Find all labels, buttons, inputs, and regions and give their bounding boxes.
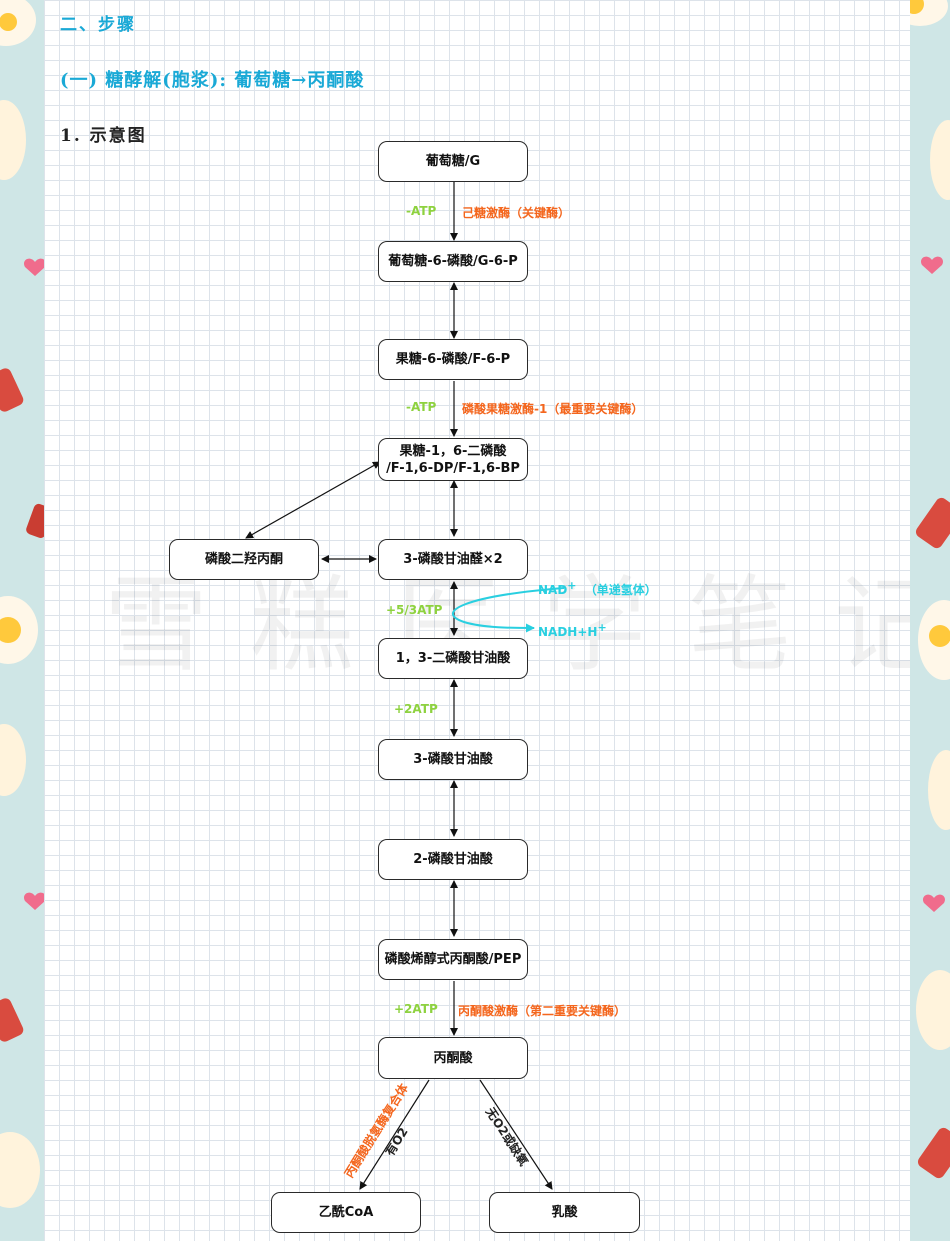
- node-pep: 磷酸烯醇式丙酮酸/PEP: [378, 939, 528, 980]
- arrow-pyruvate-lactate: [479, 1079, 553, 1190]
- node-g3p: 3-磷酸甘油醛×2: [378, 539, 528, 580]
- node-pg2: 2-磷酸甘油酸: [378, 839, 528, 880]
- bacon-icon: [915, 497, 950, 549]
- arrow-layer: [245, 182, 565, 1190]
- node-g6p: 葡萄糖-6-磷酸/G-6-P: [378, 241, 528, 282]
- node-bpg13: 1，3-二磷酸甘油酸: [378, 638, 528, 679]
- node-pyruvate: 丙酮酸: [378, 1037, 528, 1079]
- node-acetylcoa: 乙酰CoA: [271, 1192, 421, 1233]
- egg-icon: [0, 100, 26, 180]
- section-heading: 二、步骤: [60, 15, 136, 35]
- node-glucose: 葡萄糖/G: [378, 141, 528, 182]
- left-decorations: [0, 0, 44, 1208]
- enzyme-label-pyruvate-kinase: 丙酮酸激酶（第二重要关键酶）: [458, 1004, 627, 1018]
- egg-icon: [930, 120, 950, 200]
- enzyme-label-pfk1: 磷酸果糖激酶-1（最重要关键酶）: [462, 402, 644, 416]
- atp-label-1: -ATP: [406, 204, 437, 218]
- node-f6p: 果糖-6-磷酸/F-6-P: [378, 339, 528, 380]
- atp-label-4: +2ATP: [394, 702, 438, 716]
- item-heading: 1. 示意图: [60, 126, 147, 146]
- node-f16bp-line1: 果糖-1，6-二磷酸: [399, 443, 507, 459]
- subsection-heading: (一) 糖酵解(胞浆): 葡萄糖→丙酮酸: [60, 70, 365, 91]
- note-paper: 二、步骤 (一) 糖酵解(胞浆): 葡萄糖→丙酮酸 1. 示意图 雪糕医学笔记: [44, 0, 910, 1241]
- node-dhap: 磷酸二羟丙酮: [169, 539, 319, 580]
- node-f16bp: 果糖-1，6-二磷酸 /F-1,6-DP/F-1,6-BP: [378, 438, 528, 481]
- bacon-icon: [917, 1127, 950, 1179]
- heart-icon: [923, 894, 945, 912]
- nad-curve-arrow: [451, 587, 565, 633]
- nad-label: NAD+ （单递氢体）: [538, 579, 657, 597]
- atp-label-2: -ATP: [406, 400, 437, 414]
- egg-icon: [928, 750, 950, 830]
- bacon-icon: [0, 998, 24, 1042]
- right-decorations: [910, 0, 950, 1179]
- heart-icon: [921, 256, 943, 274]
- heart-icon: [24, 258, 44, 276]
- arrow-f16bp-dhap: [245, 461, 381, 539]
- heart-icon: [24, 892, 44, 910]
- egg-icon: [0, 0, 36, 46]
- atp-label-3: +5/3ATP: [386, 603, 443, 617]
- egg-icon: [0, 1132, 40, 1208]
- nadh-label: NADH+H+: [538, 621, 607, 639]
- node-f16bp-line2: /F-1,6-DP/F-1,6-BP: [386, 460, 520, 476]
- bacon-icon: [26, 503, 44, 538]
- enzyme-label-hexokinase: 己糖激酶（关键酶）: [462, 206, 571, 220]
- egg-icon: [916, 970, 950, 1050]
- node-lactate: 乳酸: [489, 1192, 640, 1233]
- atp-label-5: +2ATP: [394, 1002, 438, 1016]
- arrow-pyruvate-acetylcoa: [359, 1079, 430, 1190]
- egg-icon: [0, 724, 26, 796]
- node-pg3: 3-磷酸甘油酸: [378, 739, 528, 780]
- bacon-icon: [0, 368, 24, 412]
